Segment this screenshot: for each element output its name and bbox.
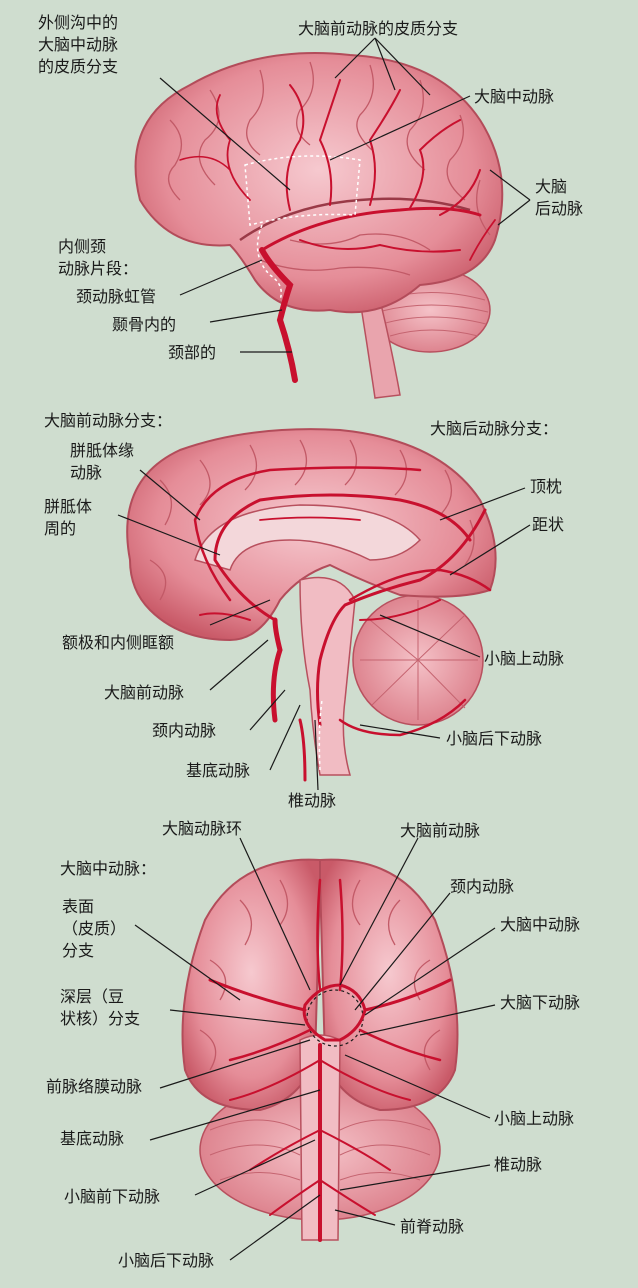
label-pica-medial: 小脑后下动脉 [446,729,543,748]
label-anterior-choroidal: 前脉络膜动脉 [46,1077,143,1096]
label-sca-inferior: 小脑上动脉 [494,1109,575,1128]
label-parieto-occipital: 顶枕 [530,477,563,496]
label-calcarine: 距状 [532,515,565,534]
label-superficial-branches: 表面 （皮质） 分支 [62,897,127,960]
label-pca-branches: 大脑后动脉分支： [430,419,559,438]
label-petrous: 颞骨内的 [112,315,177,334]
label-pica-inferior: 小脑后下动脉 [118,1251,215,1270]
lateral-cerebrum [134,52,504,314]
label-ica-inferior: 颈内动脉 [450,877,515,896]
panel1-leaders [159,37,531,353]
label-aca-medial: 大脑前动脉 [104,683,185,702]
label-ica-segments: 内侧颈 动脉片段： [58,237,139,278]
label-pca: 大脑 后动脉 [535,177,584,218]
label-basilar-medial: 基底动脉 [186,761,251,780]
label-lateral-sulcus-cortical: 外侧沟中的 大脑中动脉 的皮质分支 [38,13,119,76]
inferior-gyri [199,879,441,1071]
lateral-brainstem [359,299,401,399]
lateral-view-brain [134,52,504,399]
medial-view-brain [126,428,497,782]
medial-brainstem [299,576,356,776]
label-mca-title: 大脑中动脉： [60,859,157,878]
lateral-arteries [179,79,496,383]
label-mca-inferior: 大脑中动脉 [500,915,581,934]
inferior-view-brain [181,858,459,1242]
label-pca-inferior: 大脑下动脉 [500,993,581,1012]
label-cervical: 颈部的 [168,343,217,362]
label-aca-cortical: 大脑前动脉的皮质分支 [298,19,459,38]
medial-gyri [149,439,475,601]
label-frontopolar: 额极和内侧眶额 [62,633,175,652]
label-pericallosal: 胼胝体 周的 [44,497,93,538]
label-sca-medial: 小脑上动脉 [484,649,565,668]
panel3-leaders [134,837,496,1261]
lateral-gyri [168,61,491,276]
label-aca-branches: 大脑前动脉分支： [44,411,173,430]
label-deep-branches: 深层（豆 状核）分支 [60,987,141,1028]
label-mca: 大脑中动脉 [474,87,555,106]
label-carotid-siphon: 颈动脉虹管 [76,287,157,306]
label-aica: 小脑前下动脉 [64,1187,161,1206]
medial-arteries [193,466,492,782]
label-aca-inferior: 大脑前动脉 [400,821,481,840]
lateral-sulcus [239,197,471,242]
panel2-leaders [117,469,531,791]
label-basilar-inferior: 基底动脉 [60,1129,125,1148]
label-anterior-spinal: 前脊动脉 [400,1217,465,1236]
label-ica-medial: 颈内动脉 [152,721,217,740]
label-callosomarginal: 胼胝体缘 动脉 [70,441,135,482]
label-vertebral-medial: 椎动脉 [288,791,337,810]
siphon-outline [256,224,282,301]
insula-outline [244,155,361,226]
inferior-arteries [208,878,452,1242]
label-circle-of-willis: 大脑动脉环 [162,819,243,838]
label-vertebral-inferior: 椎动脉 [494,1155,543,1174]
corpus-callosum [194,504,422,571]
right-hemisphere [319,858,459,1112]
